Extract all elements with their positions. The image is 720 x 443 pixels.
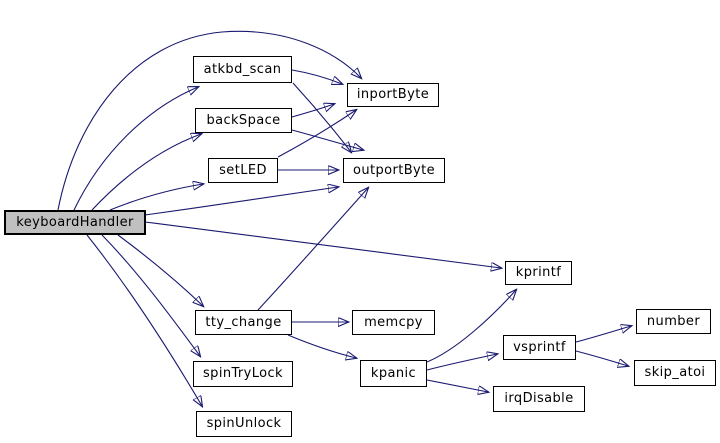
edge-tty_change-to-kpanic [287, 334, 356, 358]
node-inportByte-label: inportByte [356, 87, 430, 102]
node-backSpace[interactable]: backSpace [195, 108, 292, 133]
edge-keyboardHandler-to-tty_change [117, 234, 203, 306]
node-memcpy[interactable]: memcpy [352, 310, 435, 335]
node-spinUnlock-label: spinUnlock [206, 416, 282, 431]
node-backSpace-label: backSpace [206, 112, 281, 128]
node-kpanic-label: kpanic [370, 365, 417, 381]
edge-vsprintf-to-number [575, 326, 631, 343]
edge-atkbd_scan-to-inportByte [291, 69, 342, 84]
node-tty_change-label: tty_change [205, 314, 282, 330]
edge-backSpace-to-inportByte [291, 104, 334, 118]
node-irqDisable[interactable]: irqDisable [493, 386, 585, 412]
edge-keyboardHandler-to-spinUnlock [86, 234, 202, 406]
edge-atkbd_scan-to-outportByte [292, 82, 351, 152]
node-keyboardHandler: keyboardHandler [4, 210, 146, 235]
node-irqDisable-label: irqDisable [504, 391, 574, 406]
edge-keyboardHandler-to-spinTryLock [101, 234, 200, 356]
node-number[interactable]: number [636, 309, 711, 334]
node-atkbd_scan-label: atkbd_scan [203, 61, 282, 77]
node-number-label: number [646, 313, 701, 329]
node-inportByte[interactable]: inportByte [347, 83, 439, 107]
node-outportByte-label: outportByte [352, 162, 436, 178]
edge-backSpace-to-outportByte [291, 129, 363, 150]
node-spinUnlock[interactable]: spinUnlock [196, 411, 292, 437]
node-tty_change[interactable]: tty_change [195, 310, 292, 335]
edge-tty_change-to-outportByte [257, 188, 368, 311]
node-atkbd_scan[interactable]: atkbd_scan [193, 56, 292, 83]
node-spinTryLock[interactable]: spinTryLock [193, 361, 293, 387]
node-memcpy-label: memcpy [364, 314, 423, 330]
node-vsprintf[interactable]: vsprintf [503, 335, 576, 360]
node-setLED[interactable]: setLED [208, 158, 278, 183]
edge-keyboardHandler-to-inportByte [57, 30, 361, 211]
edge-keyboardHandler-to-outportByte [144, 187, 338, 216]
node-kprintf[interactable]: kprintf [505, 261, 572, 285]
node-kprintf-label: kprintf [515, 265, 562, 280]
node-spinTryLock-label: spinTryLock [203, 366, 283, 381]
edge-vsprintf-to-skip_atoi [575, 350, 628, 366]
node-keyboardHandler-label: keyboardHandler [16, 214, 134, 230]
edge-setLED-to-inportByte [277, 110, 356, 158]
edge-keyboardHandler-to-backSpace [91, 134, 201, 211]
edge-kpanic-to-vsprintf [426, 354, 497, 371]
node-skip_atoi-label: skip_atoi [644, 365, 706, 380]
node-outportByte[interactable]: outportByte [343, 158, 445, 183]
edge-keyboardHandler-to-setLED [109, 184, 203, 211]
node-kpanic[interactable]: kpanic [360, 360, 427, 387]
node-vsprintf-label: vsprintf [513, 339, 566, 355]
edge-kpanic-to-irqDisable [426, 379, 488, 392]
node-setLED-label: setLED [219, 162, 267, 178]
edge-keyboardHandler-to-kprintf [144, 221, 501, 268]
edge-keyboardHandler-to-atkbd_scan [73, 87, 198, 211]
edge-kpanic-to-kprintf [426, 290, 516, 363]
node-skip_atoi[interactable]: skip_atoi [634, 360, 716, 386]
